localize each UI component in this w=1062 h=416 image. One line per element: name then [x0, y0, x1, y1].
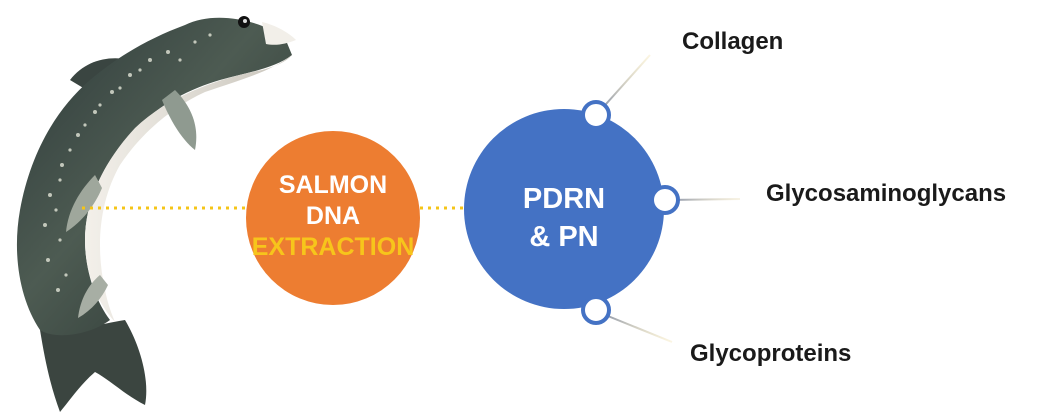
pdrn-circle	[464, 109, 664, 309]
connector-collagen	[597, 54, 651, 114]
connector-glycoproteins	[597, 311, 673, 343]
label-collagen: Collagen	[682, 28, 784, 55]
salmon-dna-label: SALMON DNA EXTRACTION	[238, 170, 428, 263]
node-glycoproteins	[581, 295, 611, 325]
node-collagen	[581, 100, 611, 130]
pdrn-label: PDRN & PN	[464, 180, 664, 256]
label-glycosaminoglycans: Glycosaminoglycans	[766, 180, 1007, 207]
salmon-line-2: DNA	[305, 202, 361, 230]
pdrn-line-1: PDRN	[522, 183, 606, 215]
salmon-line-3: EXTRACTION	[251, 233, 415, 261]
pdrn-line-2: & PN	[529, 221, 599, 253]
node-glycosaminoglycans	[650, 185, 680, 215]
salmon-dna-circle	[246, 131, 420, 305]
salmon-icon	[16, 16, 296, 412]
salmon-line-1: SALMON	[278, 171, 388, 199]
label-glycoproteins: Glycoproteins	[690, 340, 852, 367]
